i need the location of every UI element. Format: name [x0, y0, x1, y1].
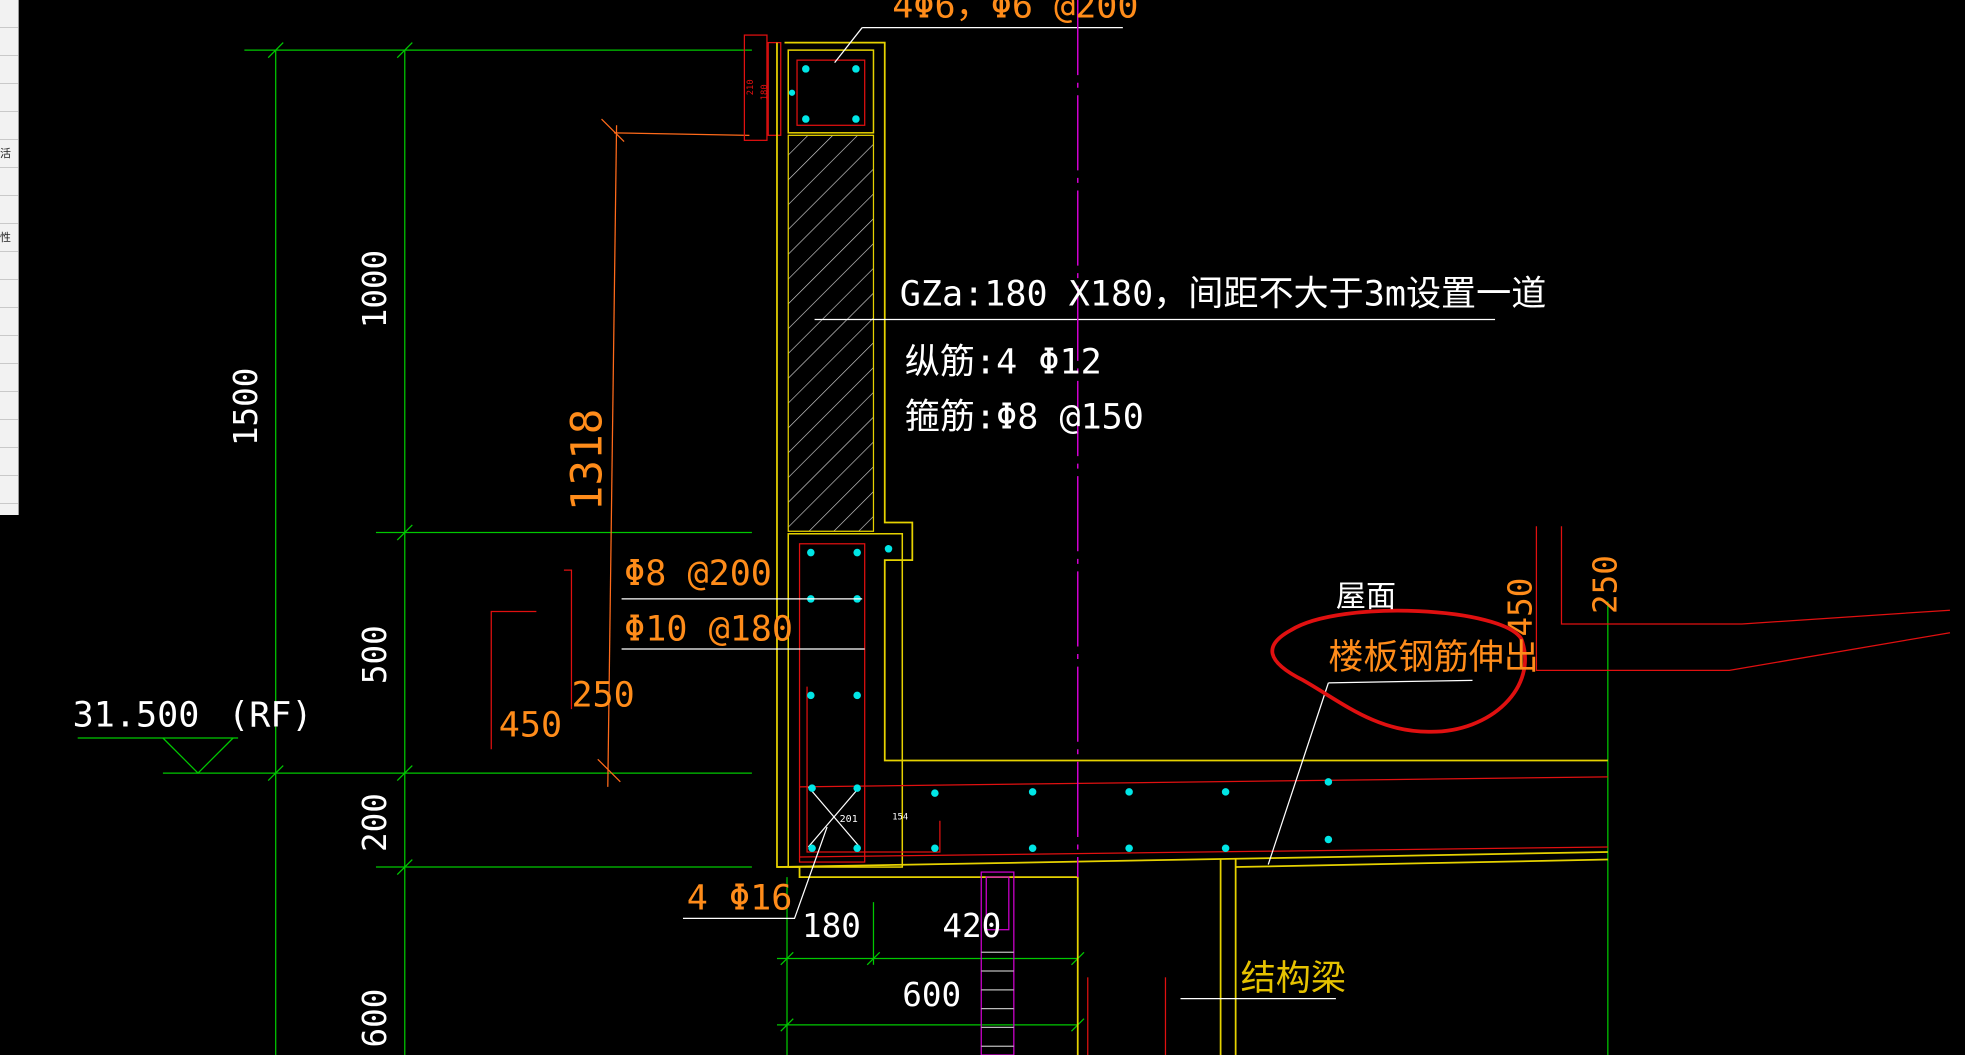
- leader-lines: [621, 26, 1496, 1000]
- slanted-dimension-1318: [597, 118, 750, 787]
- palette-row[interactable]: [0, 448, 18, 476]
- palette-row[interactable]: [0, 28, 18, 56]
- roof-label: 屋面: [1336, 579, 1396, 614]
- column-note-stirrups: 箍筋:Φ8 @150: [905, 397, 1144, 438]
- small-dim-d: 154: [892, 812, 908, 822]
- palette-row[interactable]: [0, 476, 18, 504]
- top-callout-text: 4Φ6，Φ6 @200: [892, 0, 1138, 27]
- column-gza-section: [787, 49, 875, 134]
- bottom-bars-label: 4 Φ16: [687, 878, 793, 919]
- column-note-title: GZa:180 X180，间距不大于3m设置一道: [900, 274, 1547, 315]
- palette-row[interactable]: [0, 280, 18, 308]
- dim-1500-label: 1500: [227, 368, 265, 446]
- dim-420-label: 420: [942, 907, 1001, 945]
- dim-1000-label: 1000: [356, 250, 394, 328]
- palette-row[interactable]: [0, 56, 18, 84]
- white-ladder: [981, 951, 1014, 1047]
- vertical-dimension-lines: [77, 42, 752, 1055]
- palette-row[interactable]: [0, 392, 18, 420]
- small-dim-a: 210: [746, 79, 756, 95]
- dim-500-label: 500: [356, 625, 394, 684]
- dim-600-vertical-label: 600: [356, 989, 394, 1048]
- palette-row[interactable]: [0, 336, 18, 364]
- palette-row[interactable]: [0, 196, 18, 224]
- right-dim-250-label: 250: [1587, 555, 1625, 614]
- palette-row[interactable]: [0, 0, 18, 28]
- palette-row[interactable]: [0, 252, 18, 280]
- right-slab-outline: [1087, 526, 1951, 1055]
- red-small-dimensions: [490, 34, 782, 750]
- palette-row[interactable]: [0, 84, 18, 112]
- tool-palette: 活 性: [0, 0, 19, 515]
- column-note-long-bars: 纵筋:4 Φ12: [905, 341, 1102, 382]
- small-dim-c: 201: [840, 814, 858, 825]
- palette-row[interactable]: 活: [0, 140, 18, 168]
- small-dim-b: 180: [760, 84, 770, 100]
- structural-beam-label: 结构梁: [1241, 958, 1346, 999]
- palette-row[interactable]: [0, 112, 18, 140]
- slab-rebar-note: 楼板钢筋伸出: [1328, 637, 1538, 678]
- palette-row[interactable]: [0, 308, 18, 336]
- parapet-outline: [776, 41, 1608, 1055]
- right-dim-450-label: 450: [1501, 578, 1539, 637]
- bar-spec-top: Φ8 @200: [624, 553, 772, 594]
- elevation-tag: (RF): [228, 695, 312, 736]
- palette-row[interactable]: [0, 168, 18, 196]
- palette-row[interactable]: [0, 420, 18, 448]
- bar-spec-middle: Φ10 @180: [624, 608, 793, 649]
- dim-200-label: 200: [356, 793, 394, 852]
- palette-row[interactable]: [0, 364, 18, 392]
- palette-row[interactable]: 性: [0, 224, 18, 252]
- dim-450-label: 450: [499, 705, 562, 746]
- masonry-hatch: [787, 134, 875, 532]
- magenta-ladder: [980, 871, 1015, 1055]
- revision-cloud: [1270, 608, 1527, 734]
- elevation-value: 31.500: [73, 695, 200, 736]
- dim-1318-label: 1318: [563, 409, 613, 512]
- dim-250-label: 250: [571, 675, 634, 716]
- dim-600-horizontal-label: 600: [902, 976, 961, 1014]
- dim-180-label: 180: [802, 907, 861, 945]
- parapet-rebar: [787, 533, 1608, 868]
